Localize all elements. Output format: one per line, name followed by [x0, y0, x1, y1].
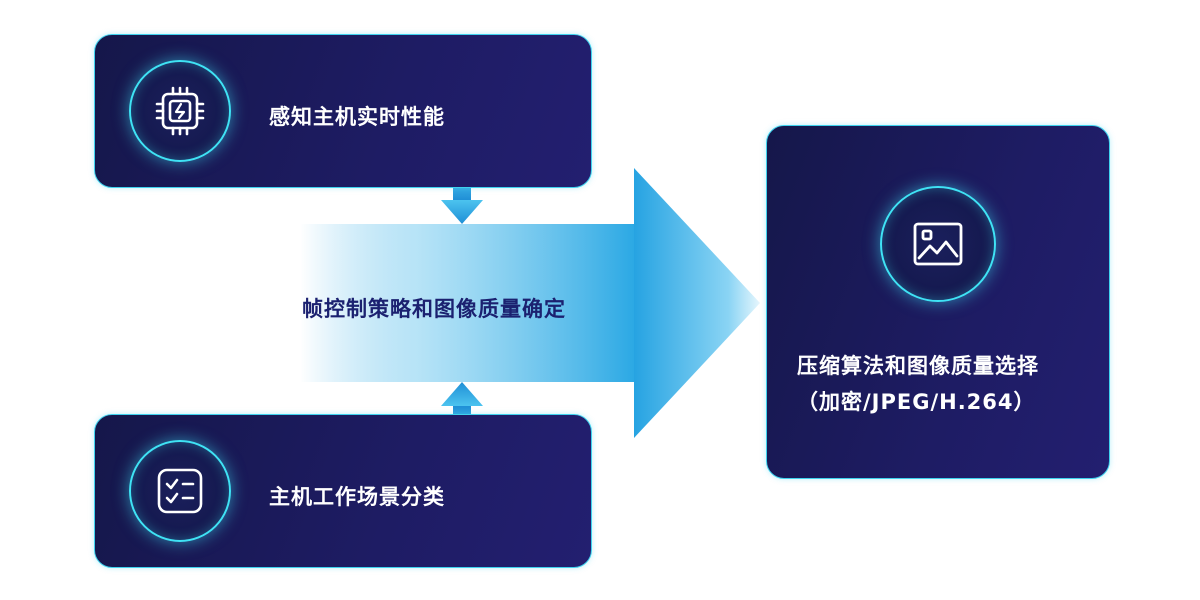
- flow-arrow: [300, 168, 760, 438]
- card-host-performance: 感知主机实时性能: [94, 34, 592, 188]
- card-label: 感知主机实时性能: [269, 105, 445, 129]
- icon-ring: [880, 186, 996, 302]
- icon-ring: [129, 440, 231, 542]
- cpu-chip-icon: [155, 86, 205, 136]
- card-scene-classification: 主机工作场景分类: [94, 414, 592, 568]
- card-label: 压缩算法和图像质量选择 （加密/JPEG/H.264）: [797, 348, 1039, 420]
- flow-label: 帧控制策略和图像质量确定: [302, 297, 566, 321]
- icon-ring: [129, 60, 231, 162]
- checklist-icon: [157, 468, 203, 514]
- card-label: 主机工作场景分类: [269, 485, 445, 509]
- card-label-line1: 压缩算法和图像质量选择: [797, 354, 1039, 378]
- image-icon: [913, 222, 963, 266]
- card-compression-selection: 压缩算法和图像质量选择 （加密/JPEG/H.264）: [766, 125, 1110, 479]
- card-label-line2: （加密/JPEG/H.264）: [797, 390, 1036, 414]
